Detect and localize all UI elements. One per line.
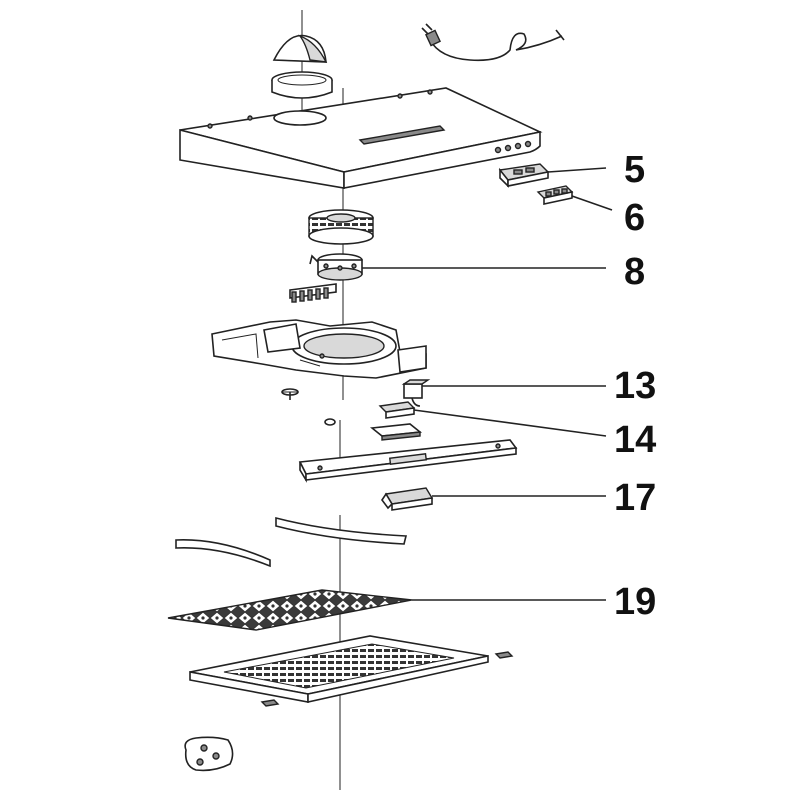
hood-body	[179, 87, 543, 189]
lamp-holder-14	[378, 401, 416, 419]
visor-left	[175, 539, 271, 568]
leader-line-5	[547, 167, 607, 173]
leader-line-14	[413, 409, 607, 437]
filter-19	[167, 589, 413, 631]
switch-6	[536, 185, 574, 205]
fixing-clip	[260, 651, 514, 707]
exhaust-flap	[272, 34, 328, 63]
cover-plate	[369, 423, 423, 441]
motor-housing	[211, 319, 427, 379]
visor-right	[275, 516, 408, 545]
switch-5	[498, 163, 550, 188]
light-lens-17	[381, 487, 434, 511]
motor-8	[309, 253, 363, 281]
capacitor-13	[401, 379, 431, 407]
capacitor-clip	[289, 283, 337, 303]
callout-19: 19	[614, 581, 656, 623]
callout-17: 17	[614, 477, 656, 519]
screw	[281, 388, 299, 400]
leader-line-6	[571, 195, 613, 211]
callout-13: 13	[614, 365, 656, 407]
outlet-collar	[271, 71, 333, 99]
callout-8: 8	[624, 251, 645, 293]
fan-wheel	[308, 209, 374, 245]
callout-5: 5	[624, 149, 645, 191]
screw-bag	[184, 736, 234, 772]
callout-14: 14	[614, 419, 656, 461]
wire-clip	[324, 418, 336, 426]
power-cord	[421, 23, 565, 62]
callout-6: 6	[624, 197, 645, 239]
grease-filter-frame	[189, 635, 489, 703]
front-panel	[298, 439, 518, 483]
